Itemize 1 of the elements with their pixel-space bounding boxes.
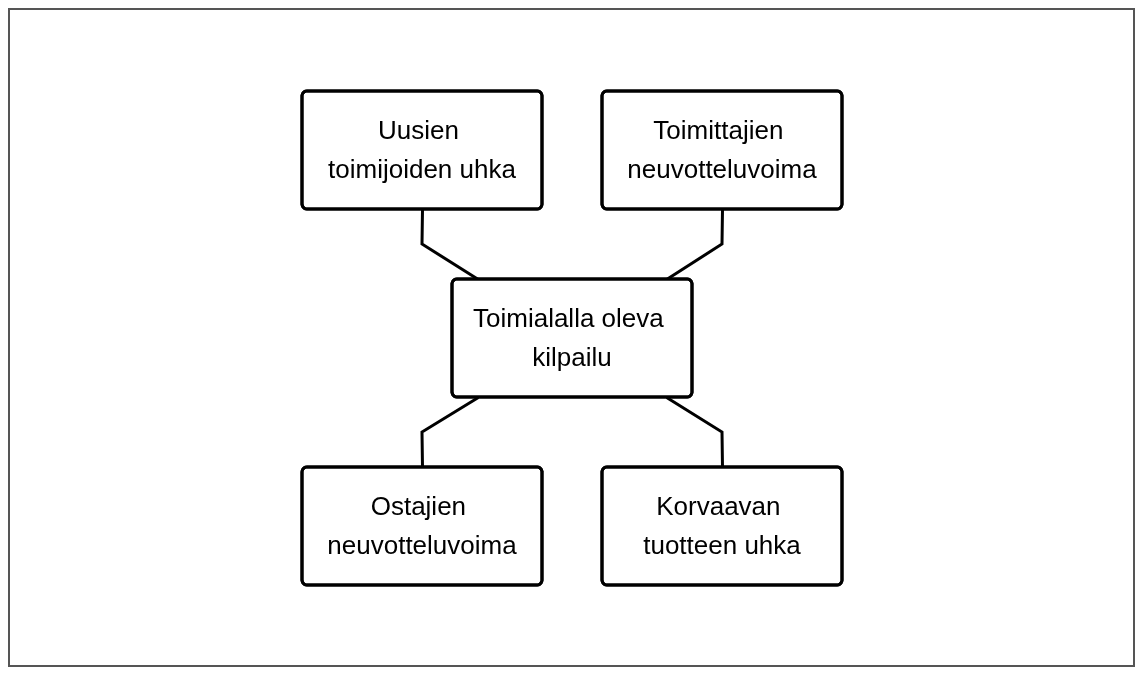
diagram-frame: Uusien toimijoiden uhka Toimittajien neuvotteluvoima Toimialalla oleva kilpailu Ostajien neuvotteluvoima Korvaavan tuotteen uhka xyxy=(8,8,1135,667)
